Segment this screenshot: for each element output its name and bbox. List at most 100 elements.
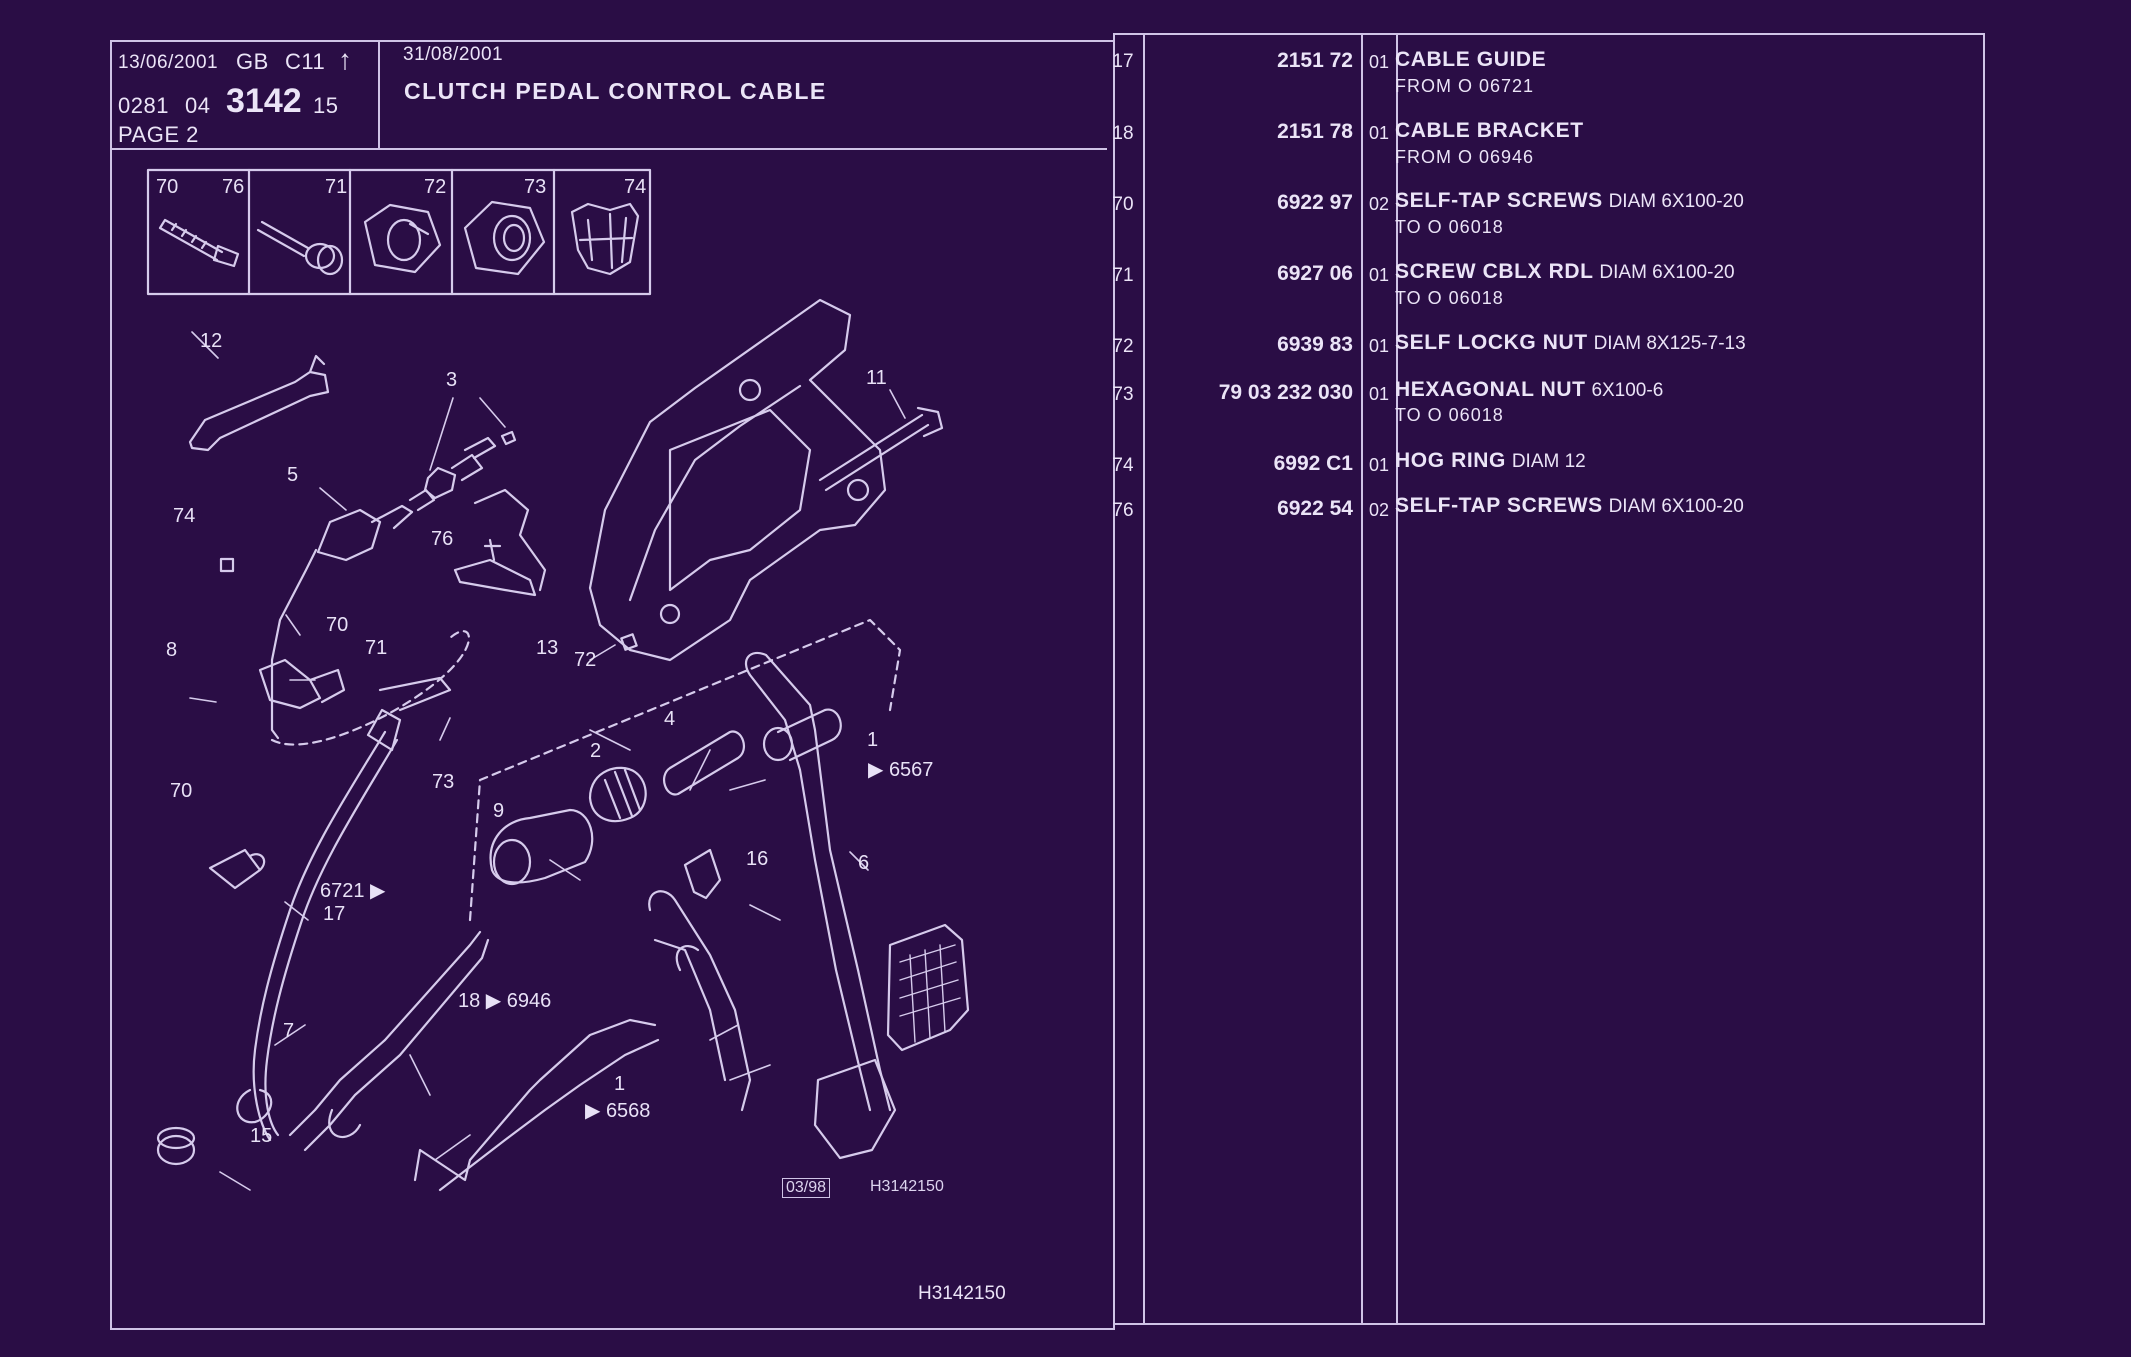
part-name: SELF LOCKG NUT <box>1395 331 1588 354</box>
part-note: TO O 06018 <box>1395 217 1504 237</box>
part-number: 6939 83 <box>1277 333 1353 356</box>
header-bottom-line <box>112 148 1107 150</box>
callout-13: 13 <box>536 637 559 659</box>
callout-6: 6 <box>858 852 870 874</box>
callout-9: 9 <box>493 800 505 822</box>
bracket-hole <box>848 480 868 500</box>
part-number: 2151 72 <box>1277 49 1353 72</box>
part-name: SELF-TAP SCREWS <box>1395 189 1603 212</box>
part-6-pedal-pad <box>888 925 968 1050</box>
clutch-cable <box>254 732 385 1140</box>
part-number: 6922 97 <box>1277 191 1353 214</box>
part-spec: DIAM 6X100-20 <box>1599 262 1735 283</box>
drawing-code-small: H3142150 <box>870 1178 944 1195</box>
header-arrow-icon: ↑ <box>338 44 353 75</box>
right-panel-frame <box>1113 33 1985 1325</box>
part-qty: 01 <box>1368 123 1390 143</box>
part-description: SCREW CBLX RDL DIAM 6X100-20 <box>1395 260 1735 284</box>
part-71-clip <box>368 678 450 750</box>
part-description: CABLE BRACKET <box>1395 119 1584 143</box>
part-ref: 73 <box>1112 384 1134 405</box>
header-lang-code: GB <box>236 49 269 74</box>
part-13-clip <box>455 490 545 595</box>
part-name: CABLE BRACKET <box>1395 119 1584 142</box>
part-qty: 01 <box>1368 336 1390 356</box>
part-spec: DIAM 12 <box>1511 451 1586 472</box>
collared-screw-icon <box>258 222 342 274</box>
part-description: HEXAGONAL NUT 6X100-6 <box>1395 378 1663 402</box>
part-qty: 02 <box>1368 194 1390 214</box>
page-title: CLUTCH PEDAL CONTROL CABLE <box>404 78 827 104</box>
pedal-pivot-tube <box>778 710 841 760</box>
pedal-foot <box>815 1060 895 1158</box>
bolt-icon <box>160 220 238 266</box>
part-72-nut <box>621 634 636 649</box>
hog-ring-icon <box>572 204 638 274</box>
callout-70-lower: 70 <box>170 780 193 802</box>
part-9-bush <box>491 810 593 883</box>
part-ref: 70 <box>1112 194 1134 215</box>
part-qty: 01 <box>1368 455 1390 475</box>
callout-ref-6721: 6721 ▶ <box>320 880 386 902</box>
part-note: TO O 06018 <box>1395 288 1504 308</box>
hex-nut-icon <box>465 202 544 274</box>
thumb-ref-70: 70 <box>156 176 179 198</box>
part-qty: 01 <box>1368 265 1390 285</box>
part-spec: DIAM 6X100-20 <box>1608 191 1744 212</box>
section-number: 3142 <box>226 82 302 120</box>
part-qty: 02 <box>1368 500 1390 520</box>
part-12-bracket <box>190 356 328 450</box>
callout-72: 72 <box>574 649 597 671</box>
part-name: CABLE GUIDE <box>1395 48 1547 71</box>
part-1-clutch-pedal <box>746 653 890 1110</box>
callout-17: 17 <box>323 903 346 925</box>
part-description: SELF LOCKG NUT DIAM 8X125-7-13 <box>1395 331 1746 355</box>
part-16-clip <box>685 850 720 898</box>
header-date-1: 13/06/2001 <box>118 52 219 73</box>
part-15-grommet-top <box>158 1128 194 1148</box>
part-note: TO O 06018 <box>1395 405 1504 425</box>
part-spec: DIAM 8X125-7-13 <box>1593 333 1746 354</box>
bracket-hole <box>740 380 760 400</box>
dashed-guide-line <box>272 631 469 744</box>
callout-8: 8 <box>166 639 178 661</box>
part-name: SELF-TAP SCREWS <box>1395 494 1603 517</box>
callout-12: 12 <box>200 330 223 352</box>
header-ref-c: 15 <box>313 93 339 118</box>
part-11-bolt <box>820 408 942 490</box>
callout-76: 76 <box>431 528 454 550</box>
leader-lines <box>190 332 905 1190</box>
part-note: FROM O 06721 <box>1395 76 1535 96</box>
thumb-ref-76: 76 <box>222 176 245 198</box>
part-ref: 72 <box>1112 336 1134 357</box>
part-17-cable-guide <box>290 932 488 1150</box>
part-7-hook <box>237 1090 271 1122</box>
callout-74: 74 <box>173 505 196 527</box>
thumb-ref-72: 72 <box>424 176 447 198</box>
callout-18-ref-6946: 18 ▶ 6946 <box>458 990 552 1012</box>
pad-grid <box>900 945 960 1042</box>
callout-70-upper: 70 <box>326 614 349 636</box>
callout-ref-6567: ▶ 6567 <box>868 759 934 781</box>
pedal-bracket <box>590 300 885 660</box>
part-name: HEXAGONAL NUT <box>1395 378 1586 401</box>
callout-15: 15 <box>250 1125 273 1147</box>
part-number: 6992 C1 <box>1273 452 1353 475</box>
callout-5: 5 <box>287 464 299 486</box>
part-description: SELF-TAP SCREWS DIAM 6X100-20 <box>1395 494 1744 518</box>
part-number: 2151 78 <box>1277 120 1353 143</box>
thumb-ref-71: 71 <box>325 176 348 198</box>
part-1-lower-bracket <box>649 891 750 1110</box>
header-date-2: 31/08/2001 <box>403 44 504 65</box>
part-number: 6922 54 <box>1277 497 1353 520</box>
part-note: FROM O 06946 <box>1395 147 1535 167</box>
callout-1-upper: 1 <box>867 729 879 751</box>
part-ref: 74 <box>1112 455 1134 476</box>
callout-ref-6568: ▶ 6568 <box>585 1100 651 1122</box>
part-ref: 71 <box>1112 265 1134 286</box>
header-model-code: C11 <box>285 49 326 74</box>
callout-4: 4 <box>664 708 676 730</box>
dashed-assembly-outline <box>470 620 900 920</box>
part-ref: 18 <box>1112 123 1134 144</box>
